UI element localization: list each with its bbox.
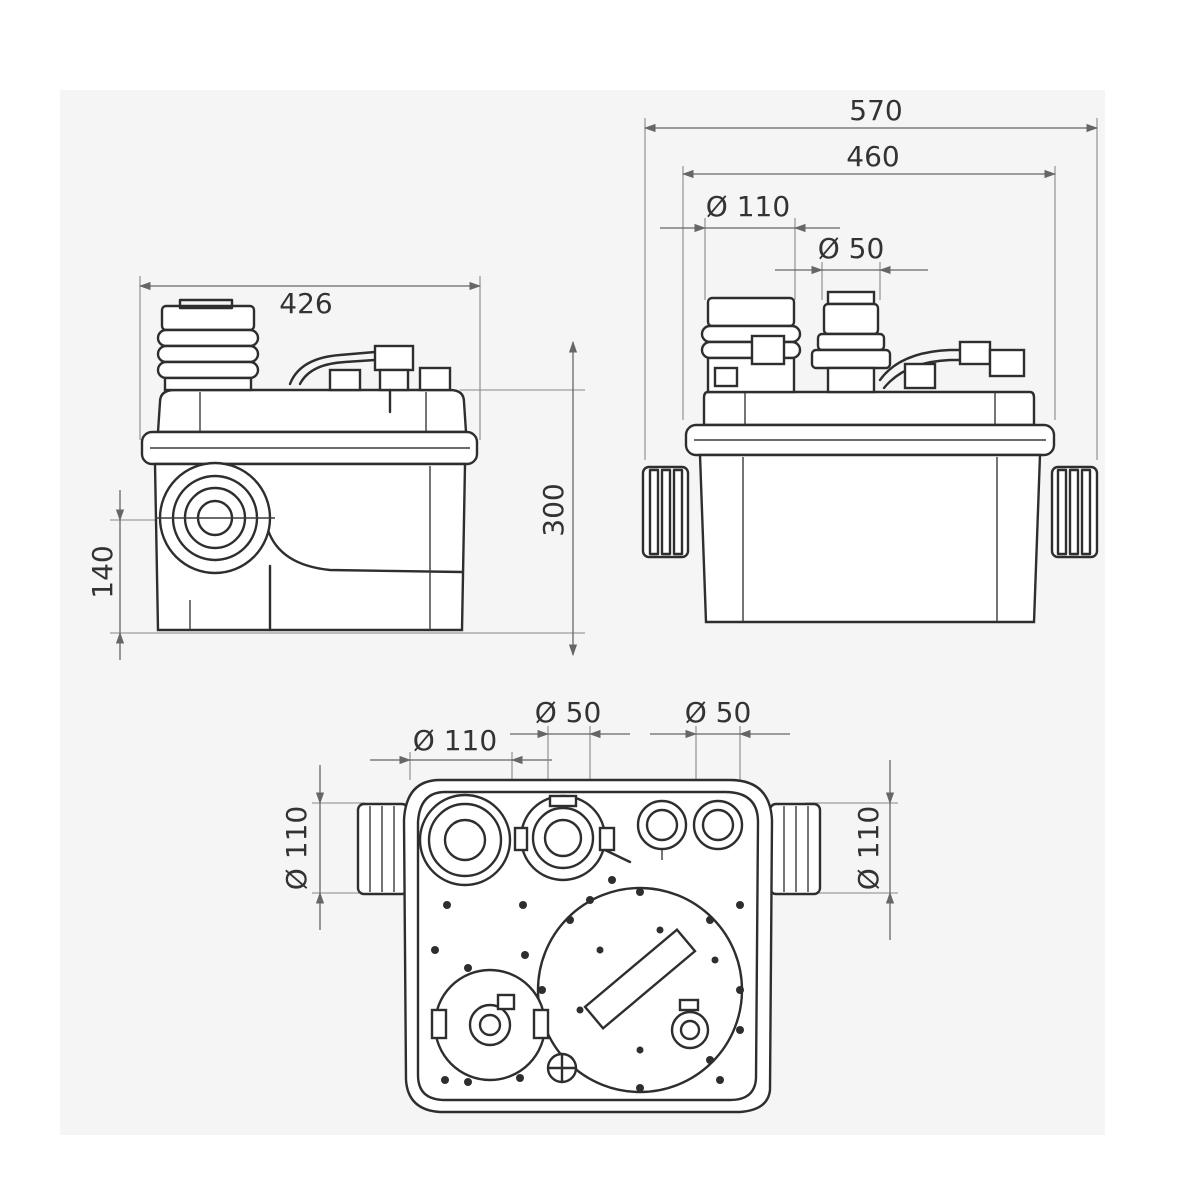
front-large-inlet-fitting bbox=[700, 296, 802, 394]
top-small-inlet-right bbox=[636, 799, 744, 860]
front-inlet-large-label: Ø 110 bbox=[706, 190, 790, 223]
top-view: Ø 110 Ø 50 Ø 50 Ø 110 Ø 110 bbox=[280, 696, 898, 1114]
front-right-pipe bbox=[1050, 465, 1099, 559]
top-left-pipe bbox=[356, 802, 410, 896]
inlet-height-label: 140 bbox=[86, 545, 119, 598]
side-bellows-fitting bbox=[156, 298, 260, 392]
top-motor-disc bbox=[536, 886, 744, 1094]
front-view: 570 460 Ø 110 Ø 50 bbox=[641, 94, 1099, 624]
side-width-label: 426 bbox=[279, 287, 332, 320]
front-left-pipe bbox=[641, 465, 690, 559]
top-inlet-large-label: Ø 110 bbox=[413, 724, 497, 757]
front-inlet-small-label: Ø 50 bbox=[818, 232, 885, 265]
front-electrics bbox=[713, 340, 1026, 390]
top-mounting-points bbox=[431, 876, 744, 1084]
overall-width-label: 570 bbox=[849, 94, 902, 127]
front-small-inlet-fitting bbox=[810, 290, 892, 394]
top-drain bbox=[546, 1052, 578, 1084]
top-large-inlet bbox=[418, 793, 512, 887]
top-side-left-label: Ø 110 bbox=[280, 806, 313, 890]
top-inlet-small-right-label: Ø 50 bbox=[685, 696, 752, 729]
top-small-inlet-left bbox=[513, 794, 632, 882]
side-view: 426 300 140 bbox=[86, 276, 585, 660]
top-small-disc bbox=[430, 964, 550, 1086]
top-side-right-label: Ø 110 bbox=[852, 806, 885, 890]
side-height-label: 300 bbox=[537, 483, 570, 536]
top-right-pipe bbox=[768, 802, 822, 896]
top-inlet-small-left-label: Ø 50 bbox=[535, 696, 602, 729]
side-electrics bbox=[288, 344, 452, 414]
side-inlet bbox=[155, 461, 275, 575]
body-width-label: 460 bbox=[846, 140, 899, 173]
